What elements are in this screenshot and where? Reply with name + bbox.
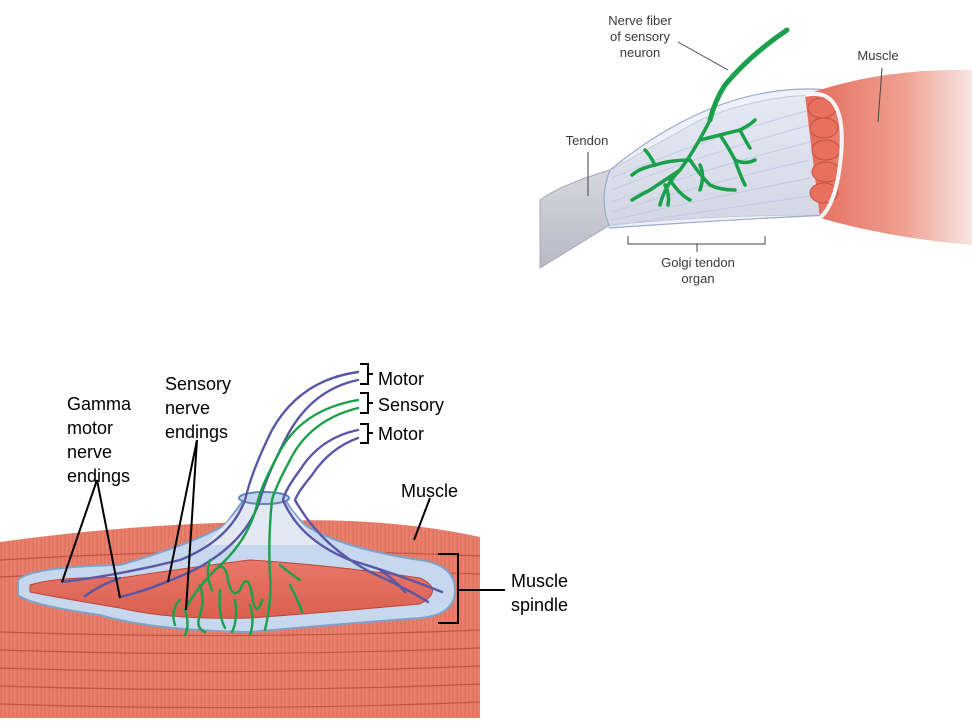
golgi-muscle <box>805 69 972 246</box>
motor-fibers <box>60 370 444 604</box>
gamma-label-line: endings <box>67 466 131 486</box>
muscle-spindle-illustration <box>0 363 505 718</box>
golgi-nerve-branches <box>630 118 757 207</box>
spindle-label-line: spindle <box>511 595 569 615</box>
golgi-tendon-organ-illustration <box>539 27 972 269</box>
golgi-muscle-label: Muscle <box>857 48 899 63</box>
golgi-organ-label-line: Golgi tendon <box>661 255 735 270</box>
nerve-fiber-label-line: of sensory <box>610 29 670 44</box>
motor-fiber-label-1: Motor <box>378 369 425 389</box>
nerve-fiber-label-line: neuron <box>619 45 661 60</box>
golgi-nerve-fiber <box>707 27 790 123</box>
spindle-label-line: Muscle <box>511 571 569 591</box>
sensory-endings-label-line: Sensory <box>165 374 232 394</box>
sensory-endings-coils <box>172 558 304 637</box>
sensory-fiber-label: Sensory <box>378 395 445 415</box>
nerve-fiber-label: Nerve fiber of sensory neuron <box>596 13 684 61</box>
gamma-label-line: nerve <box>67 442 113 462</box>
muscle-fiber-ends <box>807 97 841 204</box>
spindle-muscle-label: Muscle <box>401 481 459 501</box>
sensory-nerve-endings-label: Sensory nerve endings <box>165 372 231 444</box>
spindle-leaders <box>61 363 505 624</box>
gamma-label-line: Gamma <box>67 394 132 414</box>
sensory-endings-label-line: nerve <box>165 398 211 418</box>
gamma-label-line: motor <box>67 418 114 438</box>
golgi-organ-label-line: organ <box>681 271 715 286</box>
golgi-leaders <box>587 41 883 252</box>
nerve-fiber-label-line: Nerve fiber <box>608 13 672 28</box>
capsule <box>603 88 831 229</box>
tendon-label: Tendon <box>565 133 609 148</box>
golgi-tendon-organ-label: Golgi tendon organ <box>648 255 748 287</box>
muscle-spindle-label: Muscle spindle <box>511 569 568 617</box>
nerve-bundle-ring <box>238 491 290 505</box>
motor-fiber-label-2: Motor <box>378 424 425 444</box>
gamma-motor-label: Gamma motor nerve endings <box>67 392 131 488</box>
sensory-endings-label-line: endings <box>165 422 229 442</box>
